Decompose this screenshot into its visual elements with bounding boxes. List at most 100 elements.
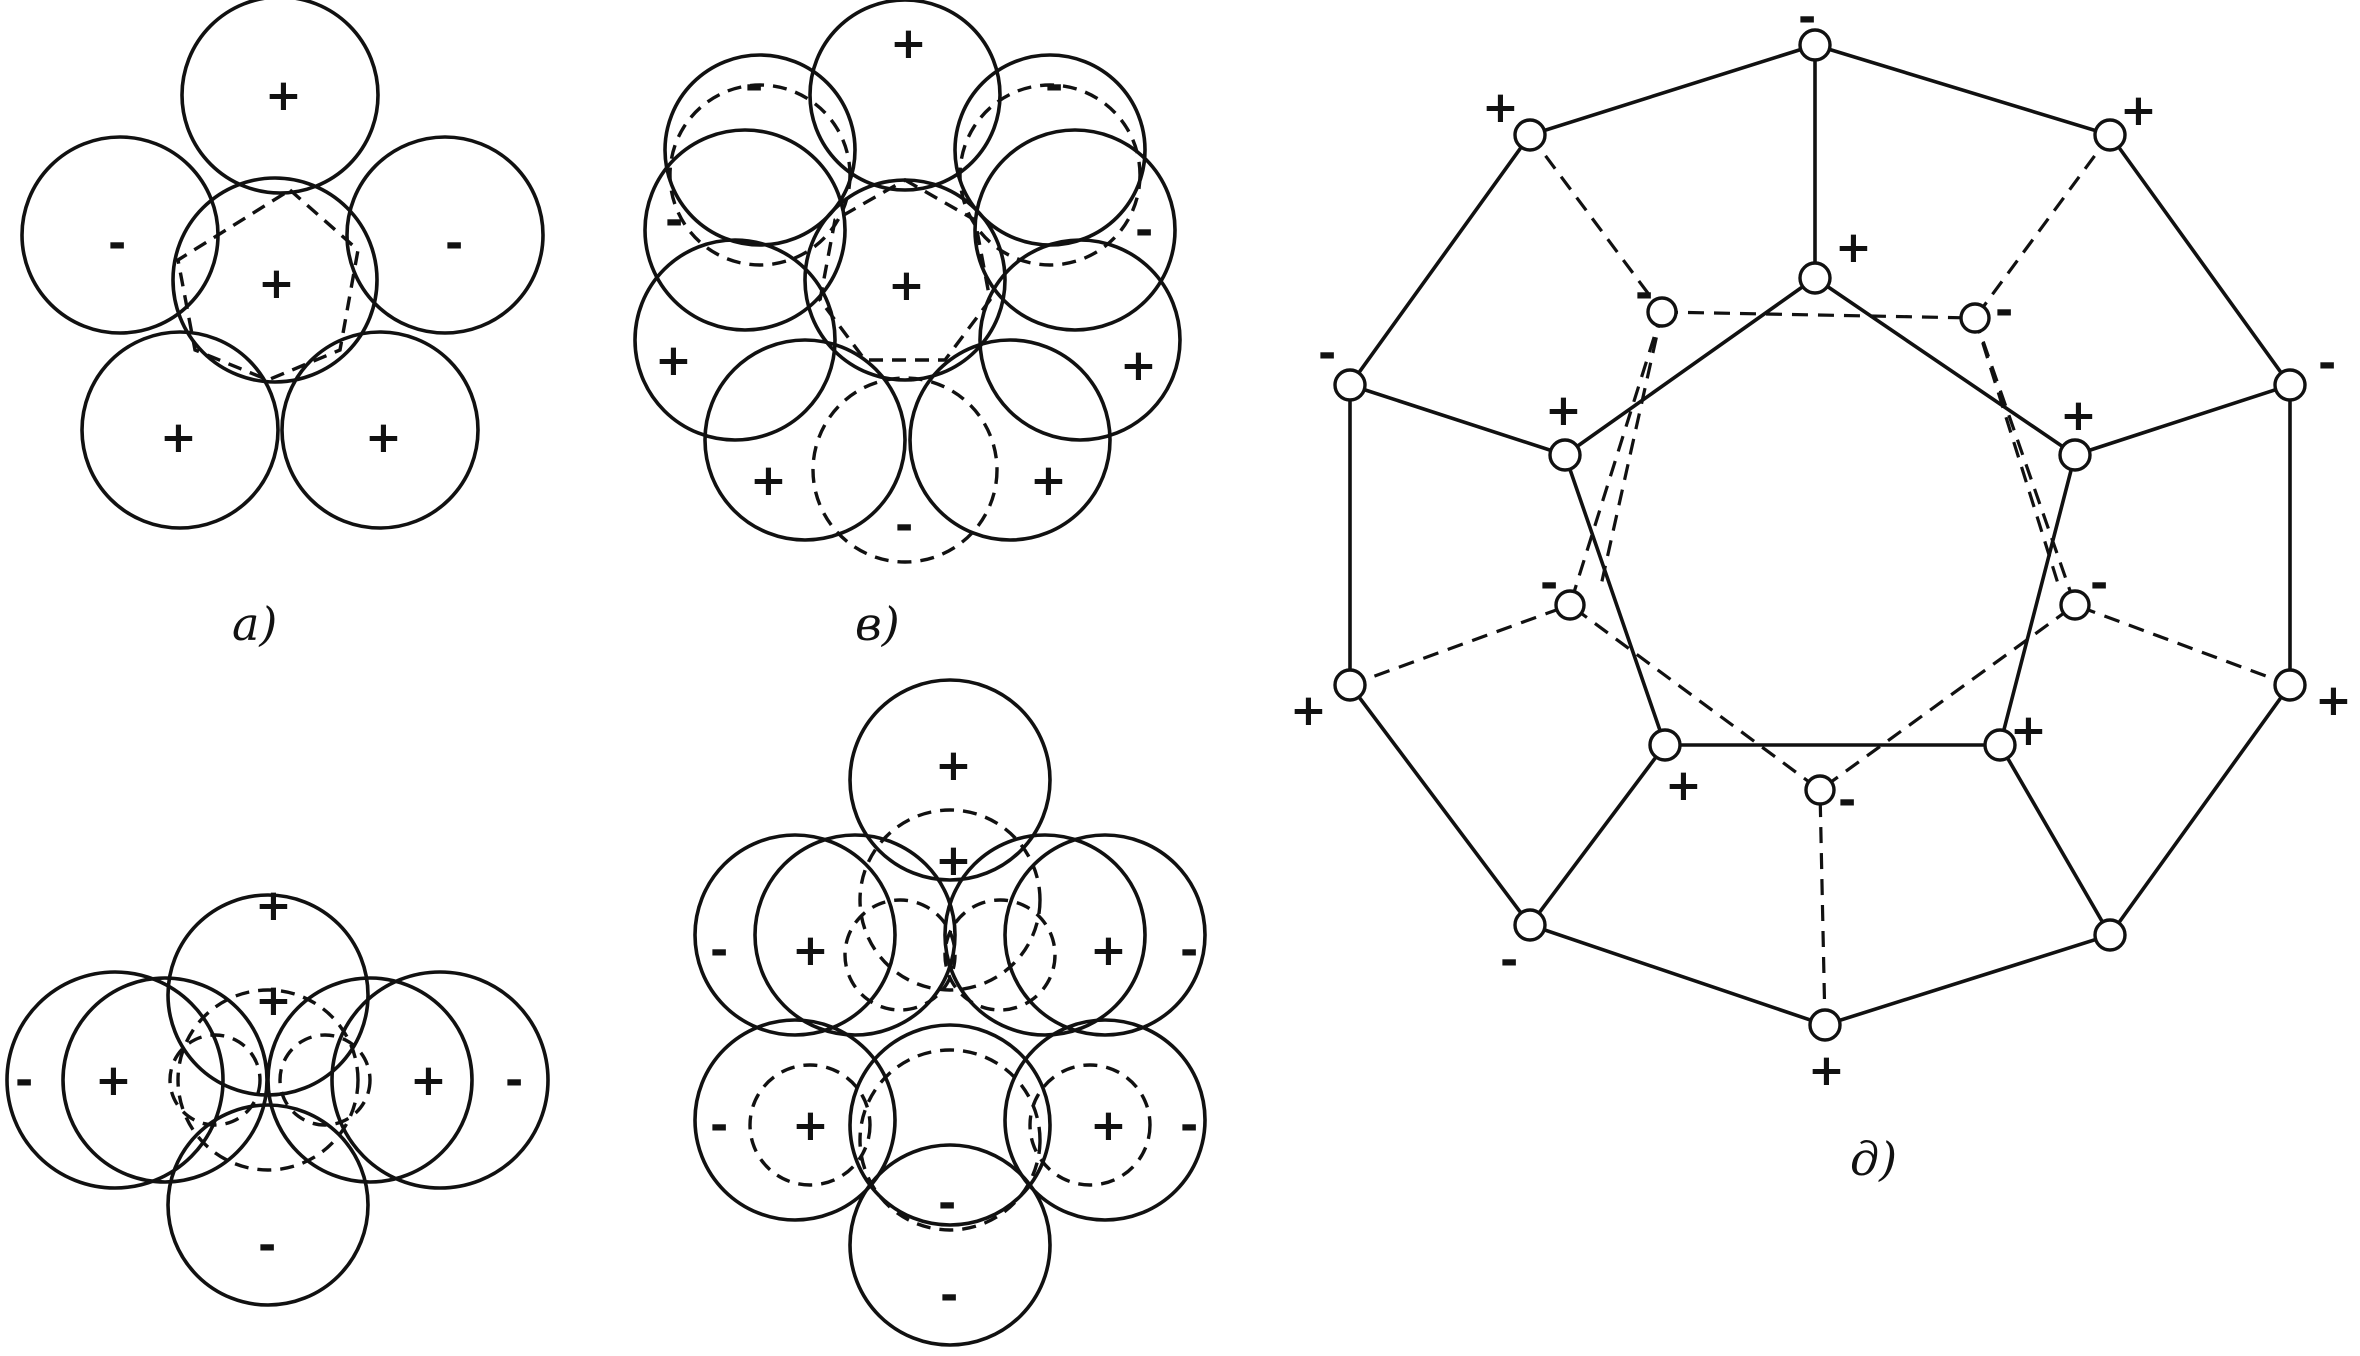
- sign-d: +: [1482, 82, 1519, 133]
- circle-upper-right-outer: [1003, 833, 1207, 1037]
- dashed-inner: [176, 187, 360, 382]
- spoke-bottom-right: [1998, 744, 2112, 936]
- node: [1513, 908, 1547, 942]
- circle-top: [180, 0, 380, 195]
- node: [1333, 668, 1367, 702]
- dcross-2: [1973, 317, 2062, 591]
- dashed-ring: [1568, 310, 2077, 792]
- circle-bottom-right: [908, 338, 1112, 542]
- sign-v-top-left: -: [745, 60, 763, 111]
- panel-g: + + - + + - - + + - - -: [693, 678, 1207, 1347]
- sign-v-center: +: [888, 260, 925, 311]
- dspoke-tl: [1528, 134, 1664, 313]
- circle-right: [345, 135, 545, 335]
- sign-d: -: [2090, 558, 2108, 609]
- sign-d: -: [2318, 338, 2336, 389]
- sign-d: -: [1500, 935, 1518, 986]
- circle-lower-left-outer: [693, 1018, 897, 1222]
- circle-bottom: [848, 1143, 1052, 1347]
- sign-v-right: -: [1135, 205, 1153, 256]
- circle-left-outer: [5, 970, 225, 1190]
- circle-bottom-left: [703, 338, 907, 542]
- sign-b-bottom: -: [258, 1220, 276, 1271]
- node: [1548, 438, 1582, 472]
- panel-label-d: д): [1850, 1132, 1897, 1186]
- sign-d: +: [1290, 685, 1327, 736]
- node: [1798, 261, 1832, 295]
- dashed-lower-right: [1028, 1063, 1152, 1187]
- panel-v: + - - - - + + + + + - в): [633, 0, 1182, 651]
- sign-v-top: +: [890, 18, 927, 69]
- sign-d: -: [1318, 328, 1336, 379]
- inner-ring: [1562, 275, 2078, 747]
- dspoke-r: [2074, 603, 2291, 687]
- sign-d: -: [1798, 0, 1816, 43]
- sign-d: -: [1838, 775, 1856, 826]
- sign-a-right: -: [445, 218, 463, 269]
- dashed-left: [168, 1033, 262, 1127]
- dashed-bottom: [811, 376, 999, 564]
- dspoke-b: [1818, 789, 1827, 1026]
- circle-upper-left-inner: [753, 833, 957, 1037]
- sign-a-bottom-left: +: [160, 412, 197, 463]
- dashed-top-left: [668, 83, 852, 267]
- sign-d: +: [2120, 85, 2157, 136]
- dashed-top-right: [958, 83, 1142, 267]
- sign-d: -: [1540, 558, 1558, 609]
- sign-g-top-inner: +: [935, 835, 972, 886]
- dashed-right-inner: [943, 898, 1057, 1012]
- dashed-lower-left: [748, 1063, 872, 1187]
- node: [1333, 368, 1367, 402]
- circle-left: [643, 128, 847, 332]
- sign-a-left: -: [108, 218, 126, 269]
- sign-g-ul-inner: +: [792, 925, 829, 976]
- sign-d: -: [1635, 268, 1653, 319]
- dashed-left-inner: [843, 898, 957, 1012]
- sign-v-bottom-left: +: [750, 455, 787, 506]
- node: [1959, 302, 1991, 334]
- circle-center: [171, 176, 379, 384]
- circle-bottom-right: [280, 330, 480, 530]
- panel-a: + - - + + + а): [20, 0, 545, 651]
- sign-g-ul-outer: -: [710, 925, 728, 976]
- node: [2273, 368, 2307, 402]
- dashed-right: [278, 1033, 372, 1127]
- spoke-right: [2074, 383, 2291, 457]
- spoke-left: [1349, 383, 1566, 457]
- dcross-1: [1598, 311, 1664, 591]
- sign-d: +: [2010, 705, 2047, 756]
- sign-v-lower-right: +: [1120, 340, 1157, 391]
- sign-g-bottom: -: [940, 1270, 958, 1321]
- sign-b-right-outer: -: [505, 1055, 523, 1106]
- circle-lower-right-outer: [1003, 1018, 1207, 1222]
- node: [1808, 1008, 1842, 1042]
- sign-d: +: [2060, 390, 2097, 441]
- sign-v-bottom: -: [895, 500, 913, 551]
- sign-g-lr-inner: +: [1090, 1100, 1127, 1151]
- sign-d: +: [1808, 1045, 1845, 1096]
- panel-d: - + + - - + - - + + - - + + + + - - + д): [1290, 0, 2352, 1186]
- sign-b-top: +: [255, 880, 292, 931]
- circle-right-inner: [266, 976, 474, 1184]
- sign-v-lower-left: +: [655, 335, 692, 386]
- panel-label-v: в): [855, 597, 900, 651]
- node: [2093, 118, 2127, 152]
- circle-bottom: [166, 1103, 370, 1307]
- sign-b-top-inner: +: [255, 975, 292, 1026]
- sign-g-ur-inner: +: [1090, 925, 1127, 976]
- dashed-inner: [818, 178, 992, 362]
- node: [2093, 918, 2127, 952]
- circle-top: [848, 678, 1052, 882]
- circle-lower-center: [848, 1023, 1052, 1227]
- circle-lower-right: [978, 238, 1182, 442]
- circle-lower-left: [633, 238, 837, 442]
- sign-b-left-outer: -: [15, 1055, 33, 1106]
- sign-b-right-inner: +: [410, 1055, 447, 1106]
- sign-g-top: +: [935, 740, 972, 791]
- dashed-lower-center: [858, 1048, 1042, 1232]
- circle-upper-right-inner: [943, 833, 1147, 1037]
- sign-d: +: [1545, 385, 1582, 436]
- circle-top: [808, 0, 1002, 192]
- panel-label-a: а): [232, 597, 277, 651]
- sign-v-top-right: -: [1045, 60, 1063, 111]
